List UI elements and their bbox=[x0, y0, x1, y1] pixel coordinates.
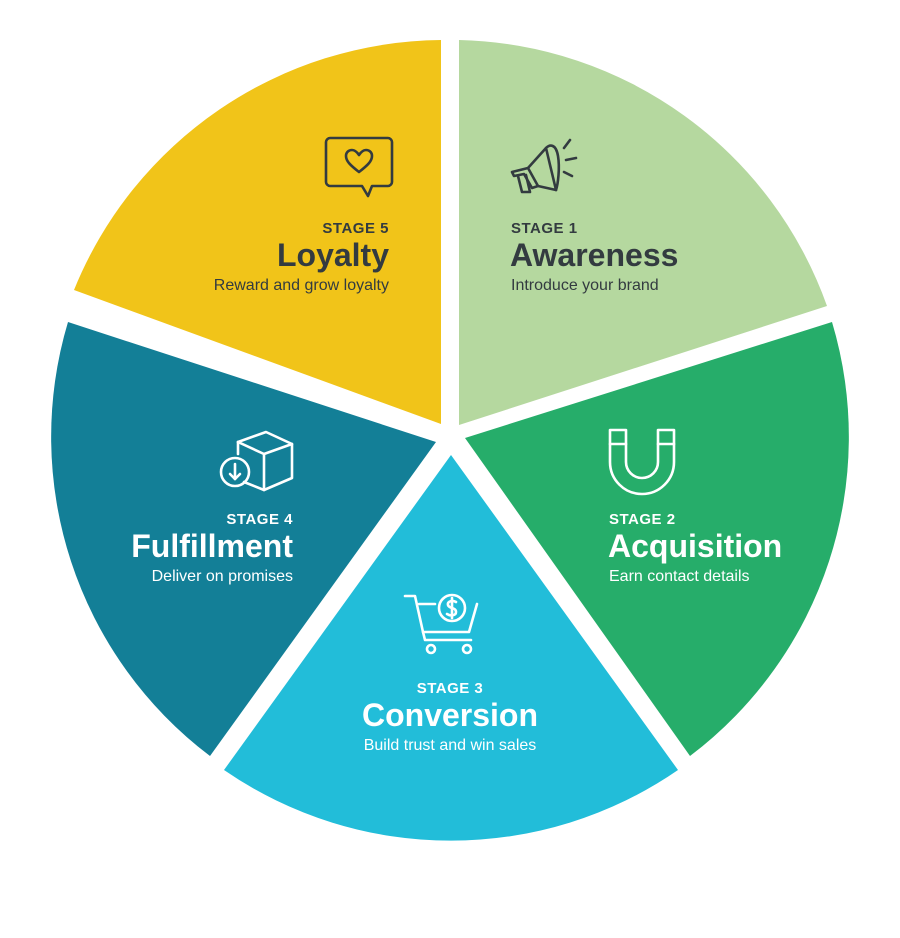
megaphone-icon bbox=[510, 138, 578, 194]
stage-4-description: Deliver on promises bbox=[152, 568, 293, 585]
segment-conversion-wedge bbox=[224, 455, 678, 841]
stage-5-label: STAGE 5 bbox=[322, 220, 389, 237]
heart-chat-icon bbox=[324, 136, 394, 198]
package-delivery-icon bbox=[219, 430, 294, 492]
stage-3-label: STAGE 3 bbox=[417, 680, 484, 697]
stage-5-name: Loyalty bbox=[277, 237, 389, 273]
stage-2-label: STAGE 2 bbox=[609, 511, 676, 528]
stage-1-name: Awareness bbox=[510, 237, 678, 273]
segment-loyalty-wedge bbox=[74, 40, 441, 424]
segment-acquisition-wedge bbox=[465, 322, 849, 756]
shopping-cart-dollar-icon bbox=[403, 593, 479, 655]
stage-4-label: STAGE 4 bbox=[226, 511, 293, 528]
segment-conversion[interactable]: STAGE 3 Conversion Build trust and win s… bbox=[224, 455, 678, 841]
stage-2-name: Acquisition bbox=[608, 528, 782, 564]
stage-1-label: STAGE 1 bbox=[511, 220, 578, 237]
stage-4-name: Fulfillment bbox=[131, 528, 293, 564]
stage-1-description: Introduce your brand bbox=[511, 277, 659, 294]
stage-5-description: Reward and grow loyalty bbox=[214, 277, 389, 294]
segment-fulfillment[interactable]: STAGE 4 Fulfillment Deliver on promises bbox=[51, 322, 437, 756]
segment-acquisition[interactable]: STAGE 2 Acquisition Earn contact details bbox=[465, 322, 849, 756]
stage-3-name: Conversion bbox=[362, 697, 538, 733]
stage-2-description: Earn contact details bbox=[609, 568, 750, 585]
segment-fulfillment-wedge bbox=[51, 322, 437, 756]
magnet-icon bbox=[608, 428, 676, 496]
segment-awareness[interactable]: STAGE 1 Awareness Introduce your brand bbox=[459, 40, 827, 425]
stage-3-description: Build trust and win sales bbox=[364, 737, 537, 754]
segment-awareness-wedge bbox=[459, 40, 827, 425]
segment-loyalty[interactable]: STAGE 5 Loyalty Reward and grow loyalty bbox=[74, 40, 441, 424]
